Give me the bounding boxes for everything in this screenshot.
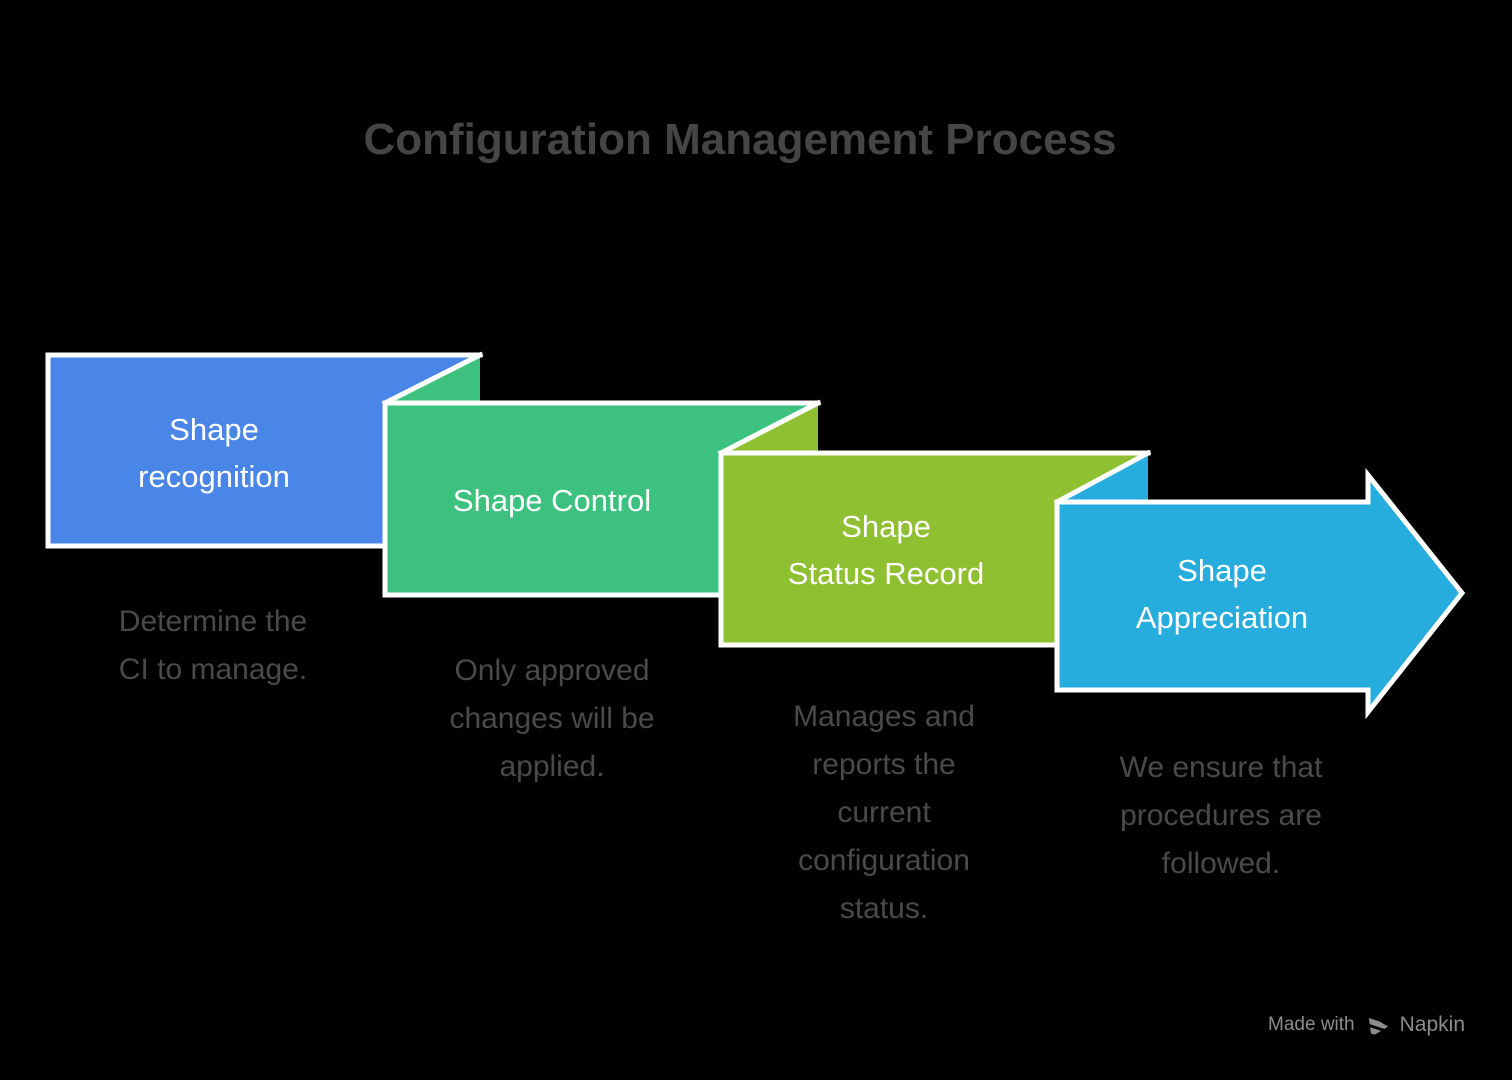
step-description-control: Only approved changes will be applied. [449,654,655,783]
step-label-recognition: Shape recognition [138,412,290,494]
step-shape-control [381,351,821,598]
made-with-text: Made with [1268,1014,1355,1035]
diagram-title: Configuration Management Process [363,115,1117,164]
step3-body [721,403,1148,645]
step-label-status-record: Shape Status Record [787,509,985,591]
step-label-appreciation: Shape Appreciation [1135,553,1309,635]
step1-body [48,355,480,546]
step-shape-recognition [45,352,483,549]
step3-fold-edge [717,399,822,457]
step3-border [718,450,1151,648]
step-description-status-record: Manages and reports the current configur… [793,700,975,925]
brand-name: Napkin [1399,1013,1465,1036]
napkin-logo-icon [1368,1014,1388,1037]
step2-fold-edge [381,351,484,407]
step-description-appreciation: We ensure that procedures are followed. [1119,751,1323,880]
step-description-recognition: Determine the CI to manage. [118,605,308,686]
step4-border [1054,467,1466,720]
step-shape-status-record [717,399,1151,648]
step2-body [385,355,818,595]
step-label-control: Shape Control [452,483,652,518]
attribution: Made with Napkin [1268,1010,1465,1040]
step1-border [45,352,483,549]
step4-body [1057,453,1462,712]
step4-fold-edge [1053,449,1152,506]
step-shape-appreciation [1053,449,1466,720]
step2-border [382,400,821,598]
